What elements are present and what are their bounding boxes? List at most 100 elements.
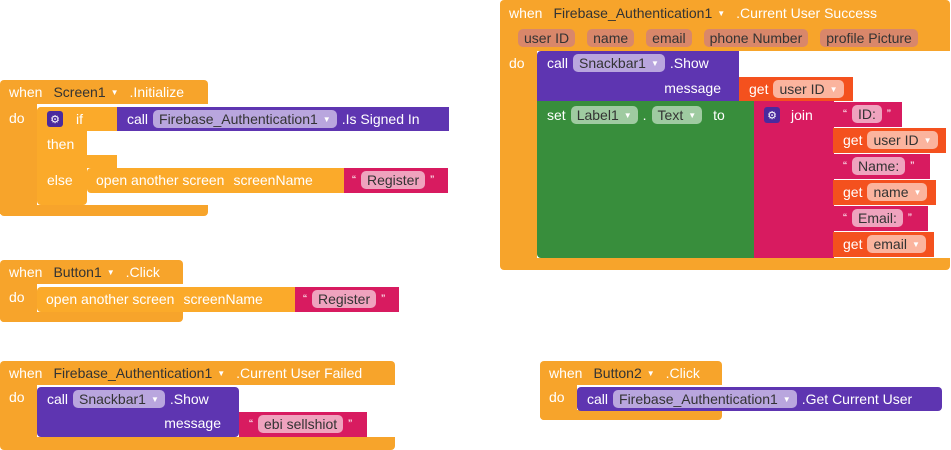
do-label: do	[549, 389, 565, 405]
dropdown-arrow-icon: ▼	[110, 87, 119, 97]
component-dropdown[interactable]: Screen1▼	[47, 83, 124, 101]
component-dropdown[interactable]: Label1▼	[570, 106, 638, 124]
variable-dropdown[interactable]: user ID▼	[867, 131, 938, 149]
text-block[interactable]: “ Register ”	[295, 287, 399, 312]
component-name: Firebase_Authentication1	[53, 365, 213, 381]
method-name: .Get Current User	[801, 391, 913, 407]
text-value[interactable]: Email:	[852, 209, 903, 227]
current-user-failed-block[interactable]	[0, 361, 395, 385]
property-dropdown[interactable]: Text ▼	[651, 106, 703, 124]
variable-dropdown[interactable]: email▼	[867, 235, 926, 253]
get-label: get	[843, 184, 863, 200]
param-user-id[interactable]: user ID	[518, 29, 576, 47]
text-block[interactable]: “ebi sellshiot”	[239, 412, 367, 437]
component-dropdown[interactable]: Button1▼	[47, 263, 120, 281]
button2-click-block[interactable]	[540, 361, 722, 385]
text-value[interactable]: Register	[361, 171, 426, 189]
text-value[interactable]: ID:	[852, 105, 882, 123]
dropdown-arrow-icon: ▼	[913, 187, 922, 197]
dropdown-arrow-icon: ▼	[688, 110, 697, 120]
gear-icon[interactable]: ⚙	[47, 111, 63, 127]
method-name: .Show	[169, 391, 209, 407]
param-email[interactable]: email	[646, 29, 692, 47]
event-bottom	[0, 437, 395, 450]
dropdown-arrow-icon: ▼	[911, 239, 920, 249]
get-label: get	[843, 132, 863, 148]
quote-icon: “	[843, 107, 847, 121]
component-name: Snackbar1	[579, 55, 646, 71]
event-arm	[500, 51, 537, 266]
quote-icon: “	[303, 292, 307, 306]
dot-label: .	[642, 107, 647, 123]
join-block[interactable]: ⚙join	[754, 101, 834, 258]
event-name: .Current User Success	[736, 5, 877, 21]
variable-dropdown[interactable]: user ID▼	[773, 80, 844, 98]
event-name: .Click	[665, 365, 700, 381]
text-block[interactable]: “Email:”	[833, 206, 928, 231]
property-name: Text	[657, 107, 684, 123]
component-dropdown[interactable]: Firebase_Authentication1▼	[613, 390, 797, 408]
to-label: to	[713, 107, 725, 123]
component-name: Firebase_Authentication1	[553, 5, 713, 21]
param-profile-picture[interactable]: profile Picture	[820, 29, 918, 47]
screen-name-label: screenName	[233, 172, 313, 188]
when-label: when	[9, 84, 43, 100]
event-bottom	[540, 410, 722, 420]
dropdown-arrow-icon: ▼	[829, 84, 838, 94]
dropdown-arrow-icon: ▼	[217, 368, 226, 378]
event-arm	[0, 385, 37, 440]
event-bottom	[0, 205, 208, 216]
do-label: do	[9, 389, 25, 405]
component-name: Button2	[593, 365, 642, 381]
text-block[interactable]: “ID:”	[833, 102, 902, 127]
do-label: do	[9, 110, 25, 126]
set-label: set	[547, 107, 566, 123]
event-bottom	[0, 312, 183, 322]
quote-icon: ”	[910, 159, 915, 173]
component-dropdown[interactable]: Snackbar1▼	[573, 54, 665, 72]
gear-icon[interactable]: ⚙	[764, 107, 780, 123]
text-value[interactable]: Name:	[852, 157, 906, 175]
component-dropdown[interactable]: Firebase_Authentication1 ▼	[153, 110, 337, 128]
text-value[interactable]: ebi sellshiot	[258, 415, 344, 433]
component-name: Firebase_Authentication1	[159, 111, 318, 127]
dropdown-arrow-icon: ▼	[923, 135, 932, 145]
component-dropdown[interactable]: Button2▼	[587, 364, 660, 382]
variable-name: name	[873, 184, 909, 200]
when-label: when	[549, 365, 583, 381]
if-label: if	[76, 111, 83, 127]
param-phone-number[interactable]: phone Number	[703, 29, 809, 47]
dropdown-arrow-icon: ▼	[782, 394, 791, 404]
text-value[interactable]: Register	[312, 290, 377, 308]
component-dropdown[interactable]: Snackbar1▼	[73, 390, 165, 408]
event-bottom	[500, 258, 950, 270]
component-dropdown[interactable]: Firebase_Authentication1▼	[547, 4, 731, 22]
method-name: .Is Signed In	[341, 111, 420, 127]
variable-dropdown[interactable]: name ▼	[867, 183, 928, 201]
text-block[interactable]: “Register”	[344, 168, 448, 193]
message-label: message	[664, 80, 721, 96]
quote-icon: ”	[381, 292, 386, 306]
screen1-initialize-block[interactable]	[0, 80, 208, 104]
param-name[interactable]: name	[587, 29, 635, 47]
text-block[interactable]: “Name:”	[833, 154, 930, 179]
call-label: call	[587, 391, 609, 407]
quote-icon: ”	[348, 417, 353, 431]
call-label: call	[547, 55, 569, 71]
button1-click-block[interactable]	[0, 260, 183, 284]
component-name: Button1	[53, 264, 102, 280]
dropdown-arrow-icon: ▼	[322, 114, 331, 124]
message-label: message	[164, 415, 221, 431]
component-dropdown[interactable]: Firebase_Authentication1 ▼	[47, 364, 231, 382]
